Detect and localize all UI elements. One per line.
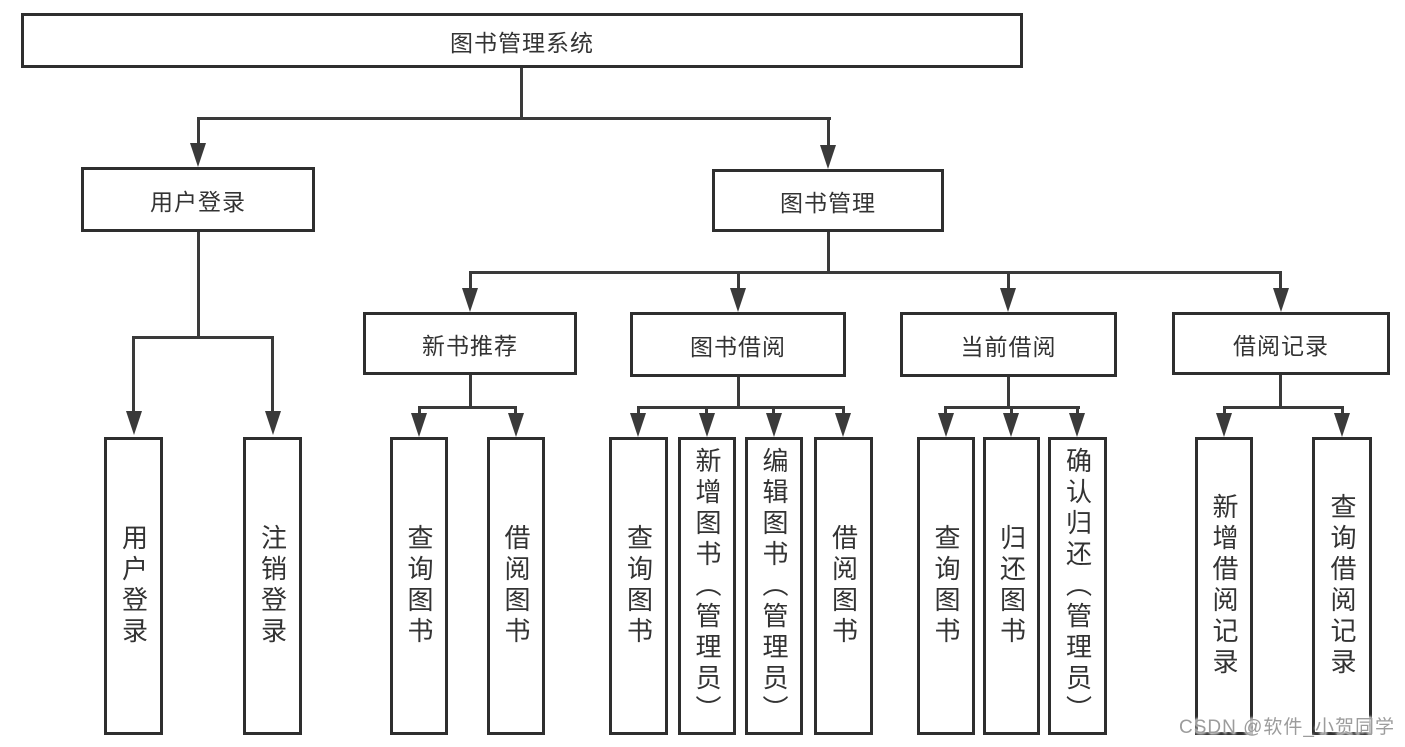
connector-line xyxy=(418,406,421,416)
connector-line xyxy=(197,117,831,120)
leaf-label: 借阅图书 xyxy=(501,524,531,648)
leaf-current-return-books: 归还图书 xyxy=(983,437,1040,735)
arrow-down-icon xyxy=(1334,413,1350,437)
connector-line xyxy=(1223,406,1344,409)
leaf-borrow-borrow-books: 借阅图书 xyxy=(814,437,873,735)
leaf-user-login: 用户登录 xyxy=(104,437,163,735)
node-label: 借阅记录 xyxy=(1233,332,1329,359)
leaf-label: 查询图书 xyxy=(931,524,961,648)
connector-line xyxy=(1279,375,1282,408)
node-library-system: 图书管理系统 xyxy=(21,13,1023,68)
connector-line xyxy=(469,375,472,408)
connector-line xyxy=(1076,406,1079,416)
node-new-book-recommend: 新书推荐 xyxy=(363,312,577,375)
node-label: 图书借阅 xyxy=(690,333,786,360)
leaf-borrow-query-books: 查询图书 xyxy=(609,437,668,735)
leaf-label: 借阅图书 xyxy=(828,524,859,648)
arrow-down-icon xyxy=(835,413,851,437)
node-label: 用户登录 xyxy=(150,188,246,215)
connector-line xyxy=(197,232,200,338)
node-book-borrow: 图书借阅 xyxy=(630,312,846,377)
arrow-down-icon xyxy=(508,413,524,437)
connector-line xyxy=(514,406,517,416)
leaf-label: 新增借阅记录 xyxy=(1209,493,1239,679)
connector-line xyxy=(132,336,274,339)
leaf-label: 注销登录 xyxy=(257,524,288,648)
leaf-records-add-record: 新增借阅记录 xyxy=(1195,437,1253,735)
leaf-borrow-add-books-admin: 新增图书（管理员） xyxy=(678,437,736,735)
leaf-logout: 注销登录 xyxy=(243,437,302,735)
arrow-down-icon xyxy=(126,411,142,435)
leaf-label: 查询借阅记录 xyxy=(1327,493,1357,679)
connector-line xyxy=(132,336,135,413)
connector-line xyxy=(470,271,1282,274)
arrow-down-icon xyxy=(630,413,646,437)
node-borrow-records: 借阅记录 xyxy=(1172,312,1390,375)
arrow-down-icon xyxy=(1003,413,1019,437)
connector-line xyxy=(1010,406,1013,416)
node-label: 当前借阅 xyxy=(960,333,1057,360)
arrow-down-icon xyxy=(411,413,427,437)
leaf-label: 查询图书 xyxy=(404,524,434,648)
arrow-down-icon xyxy=(1216,413,1232,437)
connector-line xyxy=(520,68,523,118)
leaf-label: 新增图书（管理员） xyxy=(692,446,722,726)
leaf-newbooks-borrow-books: 借阅图书 xyxy=(487,437,545,735)
connector-line xyxy=(469,271,472,289)
leaf-label: 编辑图书（管理员） xyxy=(759,446,789,726)
connector-line xyxy=(418,406,517,409)
connector-line xyxy=(1341,406,1344,416)
node-label: 图书管理 xyxy=(780,189,876,216)
connector-line xyxy=(637,406,640,416)
connector-line xyxy=(197,117,200,145)
arrow-down-icon xyxy=(730,288,746,312)
leaf-borrow-edit-books-admin: 编辑图书（管理员） xyxy=(745,437,803,735)
node-label: 新书推荐 xyxy=(422,332,518,359)
arrow-down-icon xyxy=(190,143,206,167)
leaf-label: 查询图书 xyxy=(623,524,654,648)
connector-line xyxy=(1007,271,1010,289)
connector-line xyxy=(944,406,947,416)
arrow-down-icon xyxy=(699,413,715,437)
watermark: CSDN @软件_小贺同学 xyxy=(1179,717,1395,738)
node-book-management: 图书管理 xyxy=(712,169,944,232)
connector-line xyxy=(1007,377,1010,408)
arrow-down-icon xyxy=(1069,413,1085,437)
arrow-down-icon xyxy=(766,413,782,437)
connector-line xyxy=(271,336,274,413)
leaf-label: 用户登录 xyxy=(118,524,149,648)
leaf-records-query-record: 查询借阅记录 xyxy=(1312,437,1372,735)
connector-line xyxy=(1279,271,1282,289)
arrow-down-icon xyxy=(820,145,836,169)
connector-line xyxy=(842,406,845,416)
connector-line xyxy=(637,406,845,409)
node-label: 图书管理系统 xyxy=(450,29,594,56)
arrow-down-icon xyxy=(265,411,281,435)
connector-line xyxy=(827,117,830,145)
connector-line xyxy=(737,377,740,408)
leaf-newbooks-query-books: 查询图书 xyxy=(390,437,448,735)
leaf-current-query-books: 查询图书 xyxy=(917,437,975,735)
connector-line xyxy=(705,406,708,416)
arrow-down-icon xyxy=(1000,288,1016,312)
connector-line xyxy=(772,406,775,416)
node-user-login: 用户登录 xyxy=(81,167,315,232)
leaf-label: 归还图书 xyxy=(996,524,1027,648)
connector-line xyxy=(827,232,830,274)
connector-line xyxy=(737,271,740,289)
leaf-label: 确认归还（管理员） xyxy=(1062,446,1093,726)
arrow-down-icon xyxy=(462,288,478,312)
leaf-current-confirm-return-admin: 确认归还（管理员） xyxy=(1048,437,1107,735)
connector-line xyxy=(1223,406,1226,416)
arrow-down-icon xyxy=(938,413,954,437)
node-current-borrow: 当前借阅 xyxy=(900,312,1117,377)
arrow-down-icon xyxy=(1273,288,1289,312)
